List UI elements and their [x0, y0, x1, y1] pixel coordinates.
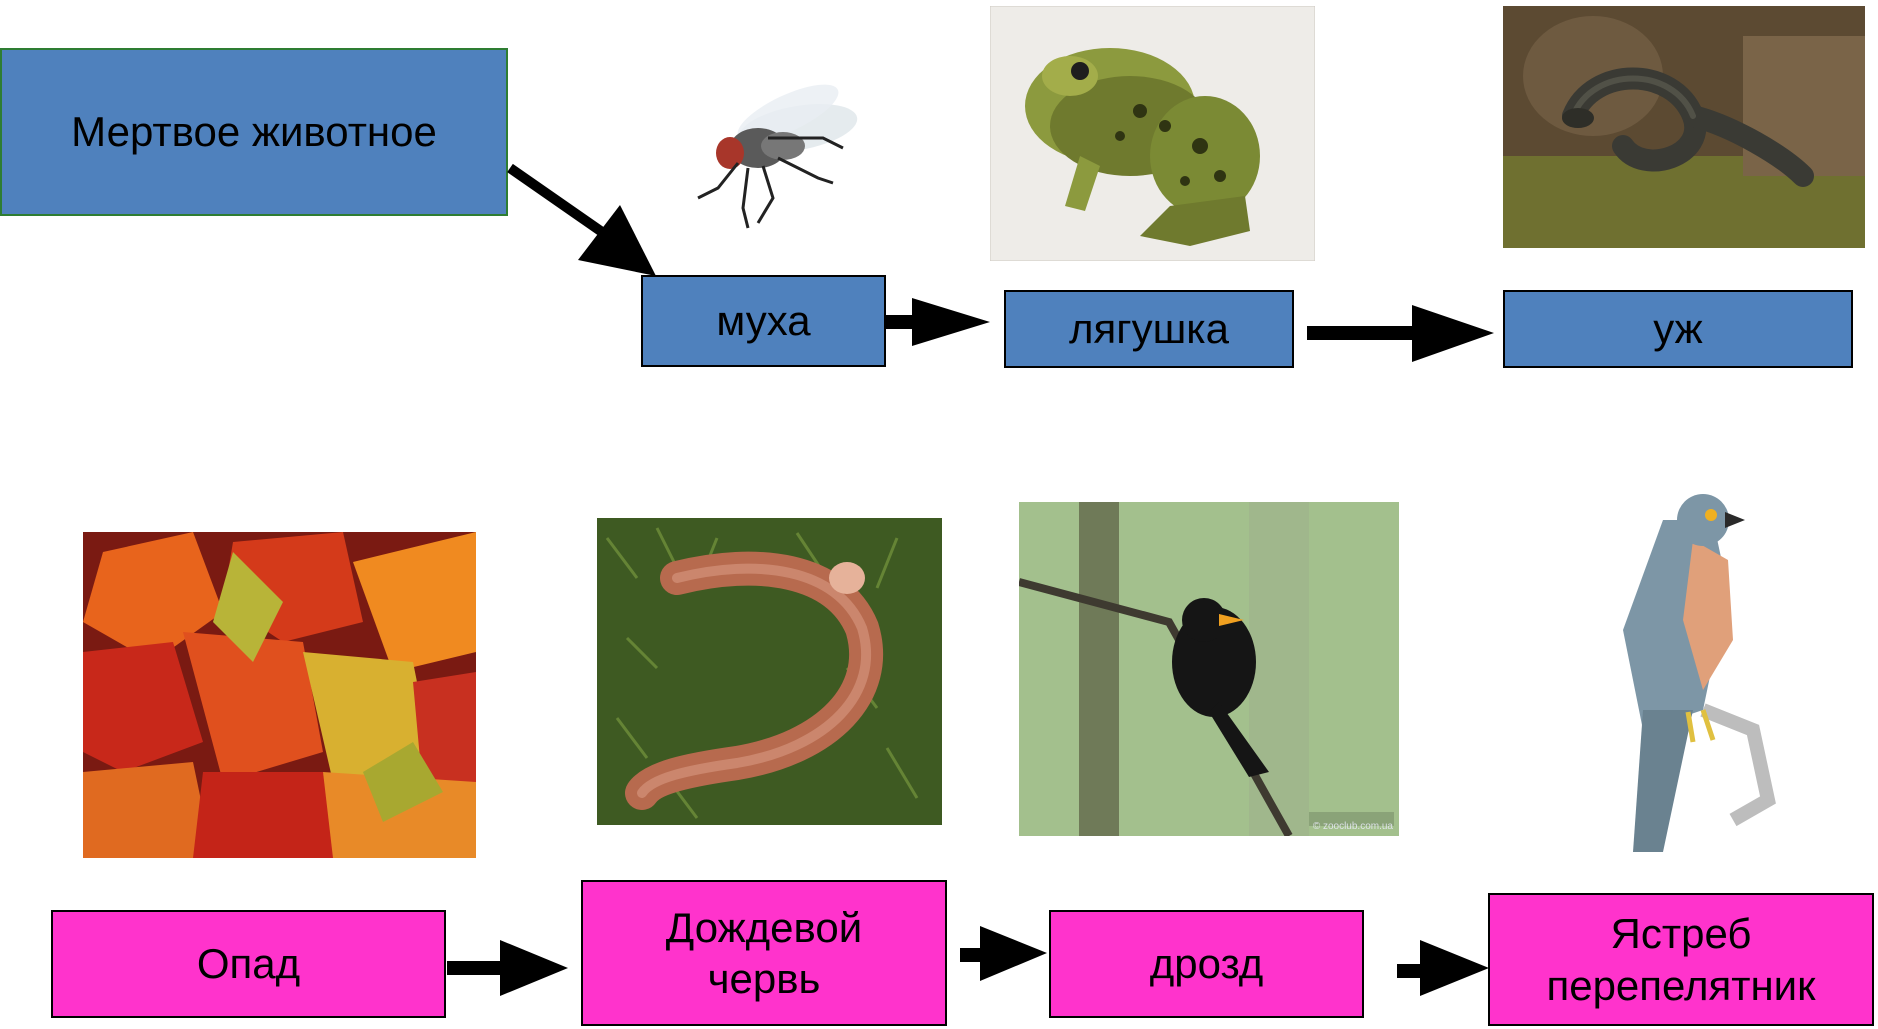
arrow-fly-to-frog — [886, 315, 916, 329]
arrowhead-dead-to-fly — [578, 205, 656, 276]
arrowhead-worm-to-thrush — [980, 926, 1047, 981]
earthworm-photo — [597, 518, 942, 825]
arrow-litter-to-worm — [447, 961, 507, 975]
arrowhead-fly-to-frog — [912, 298, 990, 346]
frog-photo — [990, 6, 1315, 261]
watermark-text: © zooclub.com.ua — [1313, 821, 1393, 832]
arrowhead-frog-to-snake — [1412, 305, 1494, 362]
grass-snake-photo — [1503, 6, 1865, 248]
fly-photo — [648, 58, 873, 238]
sparrowhawk-illustration — [1553, 480, 1783, 858]
arrow-frog-to-snake — [1307, 326, 1417, 340]
arrowhead-thrush-to-hawk — [1420, 940, 1489, 996]
arrowhead-litter-to-worm — [500, 940, 568, 996]
thrush-photo: © zooclub.com.ua — [1019, 502, 1399, 836]
arrow-dead-to-fly — [510, 168, 602, 232]
leaf-litter-photo — [83, 532, 476, 858]
